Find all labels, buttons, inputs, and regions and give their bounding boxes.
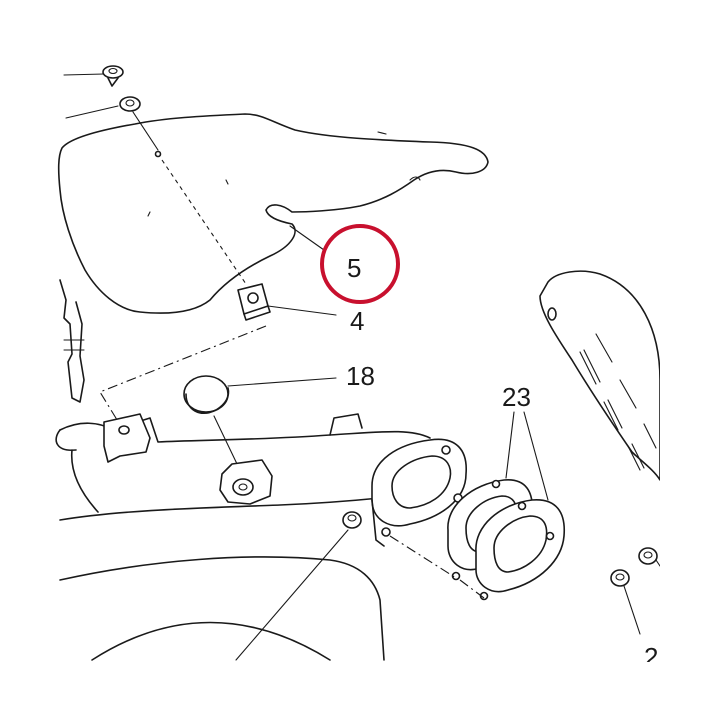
leader-line-4 [267, 305, 337, 316]
sensor-left [59, 279, 85, 403]
dashdot-line-gasket-1 [389, 535, 457, 579]
dashdot-line-gasket-2 [459, 579, 485, 599]
rubber-grommet-part-18 [183, 375, 337, 467]
screw-top [63, 65, 124, 87]
silencer [539, 270, 661, 481]
screw-right [610, 547, 661, 635]
heat-shield-part-5 [57, 113, 489, 314]
pipe-bracket-tab [219, 459, 273, 505]
callout-label-4: 4 [350, 306, 364, 336]
highlight-circle [320, 224, 400, 304]
assembly-line-screw [132, 111, 159, 151]
callout-label-23: 23 [502, 382, 531, 412]
dashed-line-to-clip [161, 159, 247, 285]
dashdot-line-bracket [99, 325, 267, 429]
exhaust-pipe [55, 413, 431, 521]
callout-label-18: 18 [346, 361, 375, 391]
leader-line-23b [523, 411, 549, 501]
right-crop [660, 0, 720, 720]
pipe-flange [371, 438, 467, 547]
small-nut [235, 511, 362, 661]
callout-label-5: 5 [347, 253, 361, 283]
washer-top [65, 96, 141, 119]
shield-hole [154, 150, 162, 158]
leader-line-23a [505, 411, 515, 479]
lower-frame [59, 556, 385, 661]
gasket-2-part-23 [475, 499, 566, 601]
leader-line-5 [289, 225, 325, 251]
clip-nut-part-4 [237, 283, 271, 321]
bottom-crop [0, 662, 720, 720]
